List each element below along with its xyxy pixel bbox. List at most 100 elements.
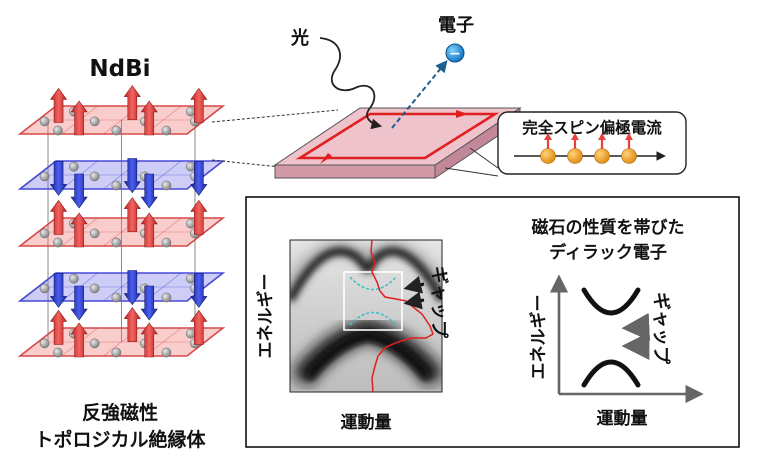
atom (53, 347, 63, 358)
spin-up-arrow (190, 199, 208, 235)
spin-arrow-head (571, 133, 579, 140)
schematic-xlabel: 運動量 (597, 408, 648, 429)
edge-current-arrow-1 (320, 153, 332, 164)
edc-curve (370, 239, 434, 393)
spin-down-arrow (49, 273, 68, 308)
spin-up-arrow (49, 309, 68, 345)
atom (185, 161, 196, 172)
spin-down-arrow (70, 173, 88, 209)
spin-down-arrow (123, 270, 141, 306)
spin-down-arrow (70, 285, 88, 321)
gap-arrow-lower (403, 291, 425, 310)
spin-current-balls (540, 133, 637, 164)
light-label: 光 (290, 27, 309, 49)
schematic-gap-arrow-upper (621, 312, 651, 341)
schematic-upper-cone (581, 287, 641, 316)
atom (39, 228, 50, 239)
atom (69, 161, 79, 172)
spin-up-arrow (70, 322, 88, 358)
atom (39, 283, 50, 294)
spin-down-arrow (190, 161, 208, 196)
atom (39, 171, 50, 182)
atom (89, 338, 100, 349)
arpes-xlabel: 運動量 (341, 412, 392, 433)
electron-label: 電子 (438, 15, 474, 36)
spin-up-arrow (190, 87, 208, 123)
electron-spin-ball (567, 148, 583, 164)
arpes-map (289, 239, 443, 393)
electron-spin-ball (621, 148, 637, 164)
dirac-cone-upper (349, 276, 397, 291)
atom (161, 125, 172, 136)
spin-arrow-head (625, 133, 633, 140)
atom (53, 237, 63, 248)
spin-arrow-head (598, 133, 606, 140)
electron-path (391, 60, 448, 129)
spin-down-arrow (140, 173, 158, 209)
spin-up-arrow (140, 100, 158, 136)
spin-up-arrow (70, 212, 88, 248)
atom (69, 273, 79, 284)
spin-down-arrow (190, 273, 208, 308)
surface-slab (273, 107, 522, 179)
spin-down-arrow (123, 158, 141, 194)
atom (111, 125, 122, 136)
atom (53, 125, 63, 136)
spin-up-arrow (49, 199, 68, 235)
atom (89, 228, 100, 239)
arpes-zoom-box (343, 271, 403, 331)
atom (161, 180, 172, 191)
electron-spin-ball (594, 148, 610, 164)
arpes-ylabel: エネルギー (256, 274, 276, 359)
schematic-gap-label: ギャップ (650, 292, 672, 365)
spin-current-label: 完全スピン偏極電流 (522, 118, 662, 137)
atom (185, 273, 196, 284)
schematic-title-line1: 磁石の性質を帯びた (532, 217, 685, 238)
spin-up-arrow (140, 322, 158, 358)
electron-ball (445, 43, 465, 63)
atom (185, 106, 196, 117)
callout-line-1 (469, 147, 499, 169)
spin-down-arrow (49, 161, 68, 196)
atom (161, 292, 172, 303)
atom (185, 328, 196, 339)
light-wave (319, 37, 383, 130)
atom (111, 292, 122, 303)
arpes-gap-label: ギャップ (428, 266, 450, 339)
spin-up-arrow (49, 87, 68, 123)
edge-current-arrow-2 (456, 110, 468, 118)
schematic-title-line2: ディラック電子 (549, 242, 667, 263)
atom (111, 180, 122, 191)
spin-up-arrow (123, 85, 141, 120)
spin-up-arrow (70, 100, 88, 136)
atom (89, 283, 100, 294)
atom (39, 116, 50, 127)
spin-arrow-head (544, 133, 552, 140)
zoom-line-top (211, 109, 339, 123)
spin-up-arrow (123, 307, 141, 342)
atom (185, 218, 196, 229)
crystal-formula: NdBi (89, 56, 150, 82)
atom (111, 347, 122, 358)
spin-up-arrow (140, 212, 158, 248)
crystal-caption-line2: トポロジカル絶縁体 (34, 428, 206, 451)
edge-current-loop (295, 112, 500, 160)
schematic-ylabel: エネルギー (529, 295, 549, 380)
spin-up-arrow (123, 197, 141, 232)
atom (89, 171, 100, 182)
electron-spin-ball (540, 148, 556, 164)
crystal-caption-line1: 反強磁性 (82, 401, 158, 424)
ndbi-crystal-diagram (17, 85, 226, 358)
atom (39, 338, 50, 349)
spin-down-arrow (140, 285, 158, 321)
atom (161, 237, 172, 248)
callout-line-2 (444, 167, 499, 177)
dirac-cone-lower (349, 311, 397, 326)
atom (111, 237, 122, 248)
gap-arrow-upper (403, 275, 425, 294)
atom (89, 116, 100, 127)
electron-symbol: − (449, 46, 461, 62)
atom (161, 347, 172, 358)
schematic-lower-cone (581, 359, 641, 388)
